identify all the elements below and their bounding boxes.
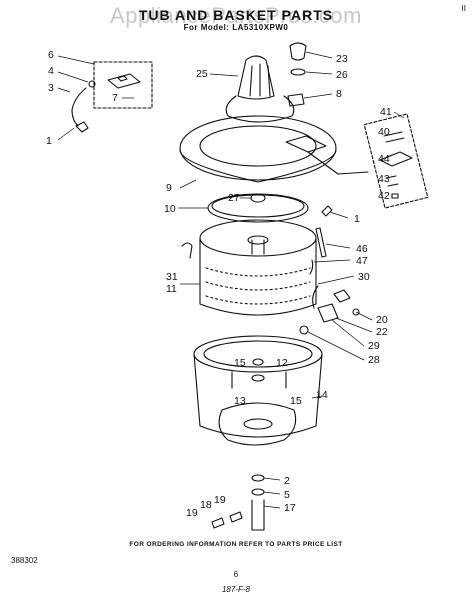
page-number: 6 xyxy=(233,570,239,579)
clip-31 xyxy=(181,242,193,259)
callout-42: 42 xyxy=(378,190,390,202)
model-line: For Model: LA5310XPW0 xyxy=(183,23,289,32)
callout-19: 19 xyxy=(186,507,198,519)
callout-17: 17 xyxy=(284,502,296,514)
callout-26: 26 xyxy=(336,69,348,81)
callout-6: 6 xyxy=(48,49,54,61)
pump-parts xyxy=(299,205,360,335)
callout-15: 15 xyxy=(290,395,302,407)
callout-40: 40 xyxy=(378,126,390,138)
callout-13: 13 xyxy=(234,395,246,407)
agitator-cap xyxy=(287,42,307,107)
callout-2: 2 xyxy=(284,475,290,487)
callout-27: 27 xyxy=(228,192,240,204)
callout-5: 5 xyxy=(284,489,290,501)
callout-31: 31 xyxy=(166,271,178,283)
callout-30: 30 xyxy=(358,271,370,283)
handwritten-note: 187-F-8 xyxy=(221,585,250,594)
callout-7: 7 xyxy=(112,92,118,104)
callout-4: 4 xyxy=(48,65,54,77)
callout-20: 20 xyxy=(376,314,388,326)
agitator xyxy=(225,55,295,123)
callout-25: 25 xyxy=(196,68,208,80)
callout-14: 14 xyxy=(316,389,328,401)
switch-assembly xyxy=(71,73,141,133)
callout-19: 19 xyxy=(214,494,226,506)
callout-29: 29 xyxy=(368,340,380,352)
parts-box-41 xyxy=(363,113,429,209)
callout-10: 10 xyxy=(164,203,176,215)
callout-15: 15 xyxy=(234,357,246,369)
callout-18: 18 xyxy=(200,499,212,511)
switch-assembly-box xyxy=(93,61,153,109)
tub-ring xyxy=(179,115,369,183)
callout-44: 44 xyxy=(378,153,390,165)
ring-10 xyxy=(207,193,309,223)
callout-3: 3 xyxy=(48,82,54,94)
document-number: 388302 xyxy=(11,556,38,565)
ordering-note: FOR ORDERING INFORMATION REFER TO PARTS … xyxy=(129,541,343,548)
callout-12: 12 xyxy=(276,357,288,369)
callout-9: 9 xyxy=(166,182,172,194)
callout-47: 47 xyxy=(356,255,368,267)
callout-41: 41 xyxy=(380,106,392,118)
callout-1: 1 xyxy=(46,135,52,147)
small-parts-40-44 xyxy=(379,131,413,199)
callout-43: 43 xyxy=(378,173,390,185)
basket xyxy=(199,219,317,316)
callout-23: 23 xyxy=(336,53,348,65)
callout-28: 28 xyxy=(368,354,380,366)
callout-46: 46 xyxy=(356,243,368,255)
leader-lines xyxy=(57,51,405,509)
callout-22: 22 xyxy=(376,326,388,338)
corner-mark: II xyxy=(461,4,466,13)
watermark: AppliancePartsPros.com xyxy=(110,3,362,28)
callout-8: 8 xyxy=(336,88,342,100)
diagram-title: TUB AND BASKET PARTS xyxy=(138,7,334,23)
callout-1: 1 xyxy=(354,213,360,225)
outer-tub xyxy=(193,335,323,446)
callout-11: 11 xyxy=(166,283,177,295)
